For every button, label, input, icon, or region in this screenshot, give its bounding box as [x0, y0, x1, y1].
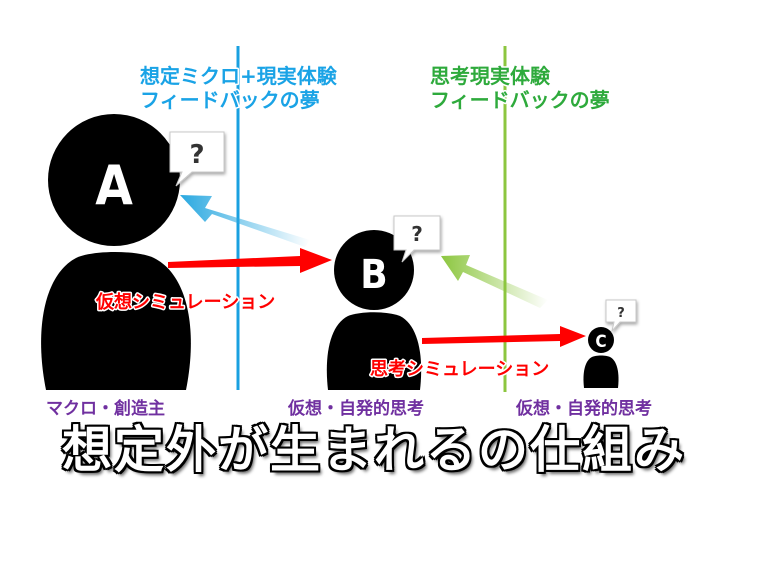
simulation-arrow-b-to-c	[422, 326, 586, 347]
role-label-c: 仮想・自発的思考	[515, 398, 652, 419]
person-a-question-bubble	[169, 131, 225, 187]
green-divider-label-line2: フィードバックの夢	[430, 88, 610, 112]
hierarchy-diagram: 想定ミクロ+現実体験 フィードバックの夢 思考現実体験 フィードバックの夢 A …	[41, 46, 653, 420]
arrow-label-a-to-b: 仮想シミュレーション	[95, 291, 275, 313]
feedback-arrow-c-to-b	[441, 255, 548, 308]
feedback-arrow-b-to-a	[180, 195, 310, 247]
person-c-question-bubble	[605, 299, 637, 333]
slide-headline: 想定外が生まれるの仕組み	[62, 421, 686, 479]
arrow-label-b-to-c: 思考シミュレーション	[370, 358, 549, 380]
person-a-figure	[41, 114, 191, 390]
simulation-arrow-a-to-b	[168, 248, 332, 273]
blue-divider-label-line2: フィードバックの夢	[140, 88, 320, 112]
green-divider-label-line1: 思考現実体験	[430, 64, 551, 88]
blue-divider-label-line1: 想定ミクロ+現実体験	[140, 64, 338, 88]
person-b-question-mark: ?	[411, 222, 423, 246]
person-c-figure	[583, 327, 619, 388]
person-b-letter: B	[360, 252, 387, 298]
role-label-b: 仮想・自発的思考	[287, 398, 424, 419]
person-b-question-bubble	[393, 215, 441, 263]
person-c-question-mark: ?	[617, 306, 625, 321]
person-a-letter: A	[95, 154, 133, 217]
person-a-question-mark: ?	[189, 140, 204, 170]
role-label-a: マクロ・創造主	[46, 398, 165, 419]
person-c-letter: C	[595, 332, 606, 352]
